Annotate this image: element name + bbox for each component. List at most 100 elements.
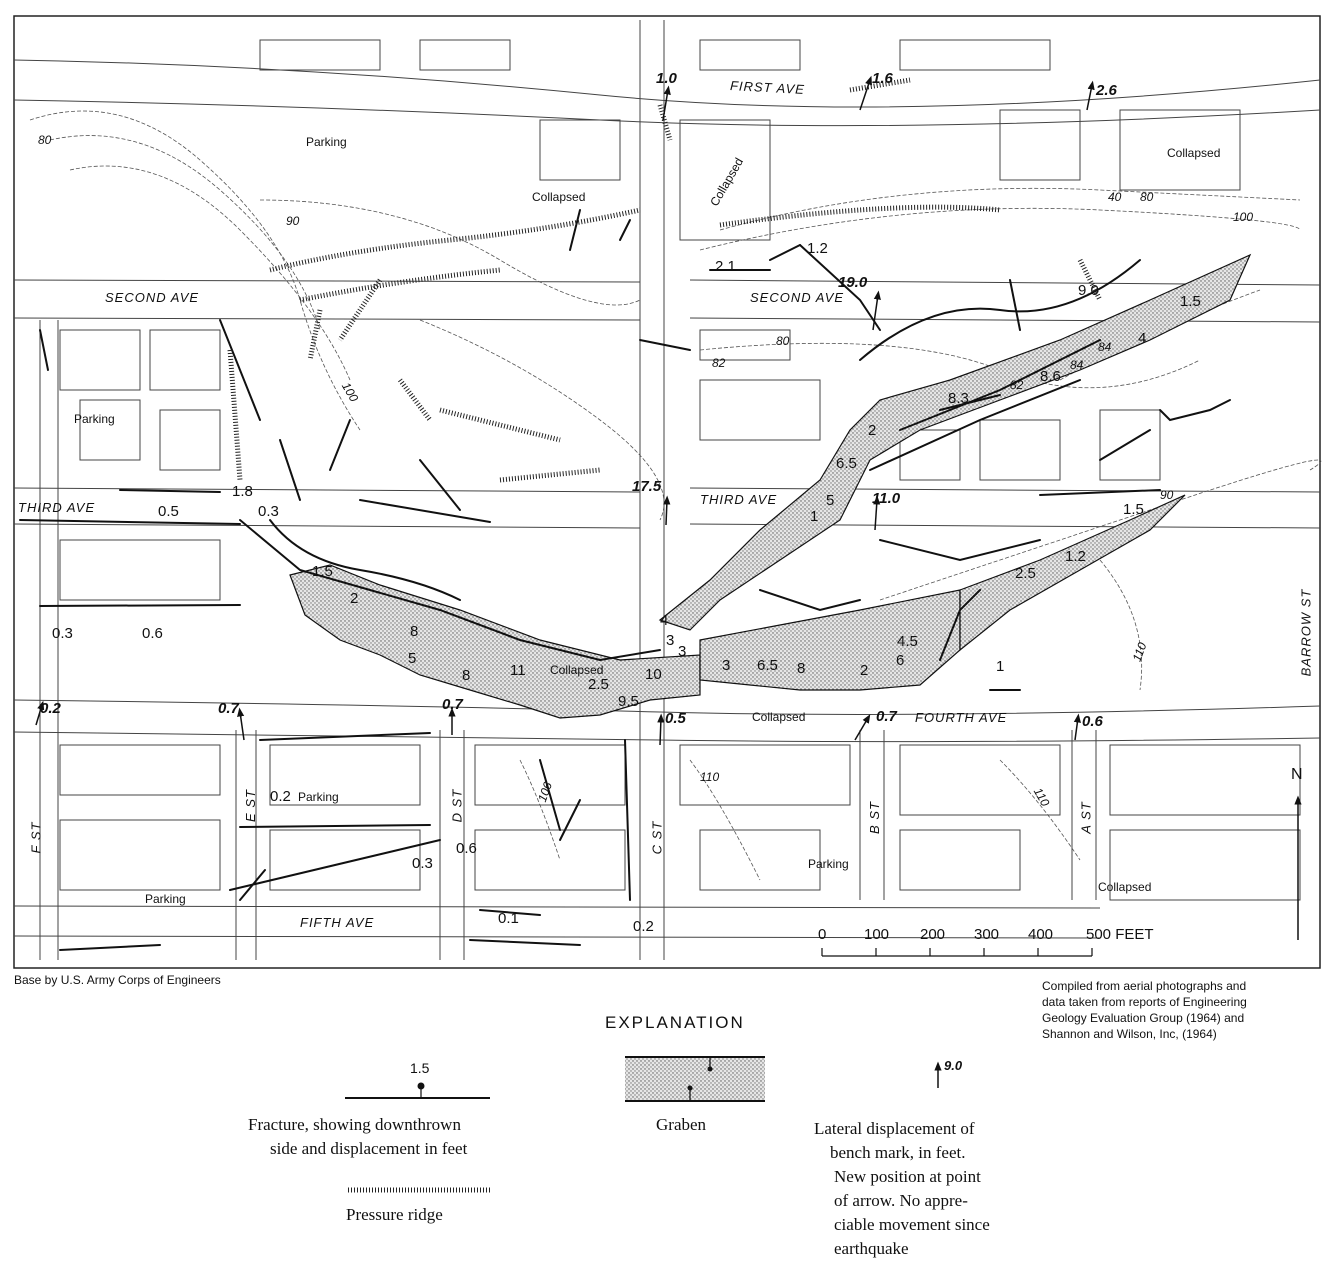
fracture-value: 1 xyxy=(810,508,819,525)
displacement-value: 0.6 xyxy=(1082,713,1103,730)
fracture-value: 2.5 xyxy=(1015,565,1036,582)
contour-label: 90 xyxy=(286,214,300,228)
fracture-value: 4 xyxy=(1138,330,1147,347)
fracture-value: 1.5 xyxy=(1180,293,1201,310)
street-third-ave-east: THIRD AVE xyxy=(700,492,778,507)
legend-title: EXPLANATION xyxy=(605,1013,745,1032)
legend-lateral-text-5: ciable movement since xyxy=(834,1215,990,1234)
parking-label: Parking xyxy=(306,135,347,149)
graben-east-2 xyxy=(959,494,1186,652)
fracture-value: 2.1 xyxy=(715,258,736,275)
legend-graben-symbol xyxy=(625,1056,765,1102)
fracture-value: 11 xyxy=(510,662,526,679)
fracture-value: 1.5 xyxy=(1123,501,1144,518)
legend-lateral-text-6: earthquake xyxy=(834,1239,909,1258)
fracture-value: 4.5 xyxy=(897,633,918,650)
legend-lateral-text-4: of arrow. No appre- xyxy=(834,1191,968,1210)
street-e-st: E ST xyxy=(242,789,258,822)
displacement-value: 0.7 xyxy=(442,696,463,713)
displacement-value: 0.7 xyxy=(876,708,897,725)
graben-west xyxy=(289,564,701,719)
buildings xyxy=(59,39,1301,901)
fracture-value: 6 xyxy=(896,652,905,669)
legend-graben-text: Graben xyxy=(656,1115,707,1134)
compiled-credit-1: Compiled from aerial photographs and xyxy=(1042,979,1247,993)
street-a-st: A ST xyxy=(1078,801,1094,834)
fracture-value: 1 xyxy=(996,658,1005,675)
fracture-value: 0.1 xyxy=(498,910,519,927)
graben-north xyxy=(658,253,1252,631)
fracture-value: 9.5 xyxy=(618,693,639,710)
fracture-value: 5 xyxy=(826,492,835,509)
displacement-value: 0.5 xyxy=(665,710,686,727)
fracture-value: 2.5 xyxy=(588,676,609,693)
fracture-value: 0.3 xyxy=(258,503,279,520)
street-b-st: B ST xyxy=(866,801,882,834)
parking-label: Parking xyxy=(298,790,339,804)
fracture-value: 9.0 xyxy=(1078,282,1099,299)
fracture-value: 0.5 xyxy=(158,503,179,520)
street-second-ave-east: SECOND AVE xyxy=(750,290,845,305)
displacement-value: 11.0 xyxy=(872,490,901,507)
displacement-value: 1.0 xyxy=(656,70,677,87)
contour-label: 40 xyxy=(1108,190,1122,204)
street-barrow-st: BARROW ST xyxy=(1298,588,1314,677)
street-third-ave-west: THIRD AVE xyxy=(18,500,96,515)
street-second-ave-west: SECOND AVE xyxy=(105,290,200,305)
parking-label: Parking xyxy=(145,892,186,906)
legend-arrow-value: 9.0 xyxy=(944,1058,963,1073)
scale-tick: 100 xyxy=(864,926,890,943)
fracture-value: 8 xyxy=(462,667,471,684)
fracture-value: 5 xyxy=(408,650,417,667)
street-fourth-ave: FOURTH AVE xyxy=(915,710,1008,725)
collapsed-label: Collapsed xyxy=(752,710,806,724)
collapsed-label: Collapsed xyxy=(550,663,604,677)
legend-fracture-text-1: Fracture, showing downthrown xyxy=(248,1115,461,1134)
legend-fracture-text-2: side and displacement in feet xyxy=(270,1139,468,1158)
displacement-arrows xyxy=(35,75,1095,746)
collapsed-label: Collapsed xyxy=(1098,880,1152,894)
fracture-value: 2 xyxy=(350,590,359,607)
parking-label: Parking xyxy=(808,857,849,871)
legend-fracture-value: 1.5 xyxy=(410,1060,430,1076)
street-grid xyxy=(13,20,1321,960)
fracture-value: 0.2 xyxy=(633,918,654,935)
displacement-value: 2.6 xyxy=(1096,82,1117,99)
displacement-value: 17.5 xyxy=(632,478,662,495)
pressure-ridges xyxy=(227,77,1103,483)
graben-areas xyxy=(289,253,1252,719)
street-d-st: D ST xyxy=(449,788,465,823)
scale-tick: 500 FEET xyxy=(1086,926,1154,943)
fracture-value: 0.3 xyxy=(412,855,433,872)
contour-label: 90 xyxy=(1160,488,1174,502)
street-fifth-ave: FIFTH AVE xyxy=(300,915,375,930)
fracture-value: 6.5 xyxy=(836,455,857,472)
fracture-value: 10 xyxy=(645,666,662,683)
contour-label: 110 xyxy=(700,770,720,784)
contour-label: 80 xyxy=(1140,190,1154,204)
collapsed-label: Collapsed xyxy=(1167,146,1221,160)
fracture-value: 3 xyxy=(678,643,687,660)
fracture-value: 4 xyxy=(660,612,669,629)
fracture-value: 1.2 xyxy=(807,240,828,257)
fracture-value: 8.3 xyxy=(948,390,969,407)
parking-label: Parking xyxy=(74,412,115,426)
fractures xyxy=(19,209,1231,951)
scale-tick: 200 xyxy=(920,926,946,943)
legend-lateral-text-3: New position at point xyxy=(834,1167,981,1186)
scale-tick: 300 xyxy=(974,926,1000,943)
displacement-value: 0.2 xyxy=(40,700,61,717)
fracture-value: 8.6 xyxy=(1040,368,1061,385)
compiled-credit-3: Geology Evaluation Group (1964) and xyxy=(1042,1011,1245,1025)
street-c-st: C ST xyxy=(649,820,665,855)
contour-label: 82 xyxy=(712,356,726,370)
displacement-value: 19.0 xyxy=(838,274,868,291)
street-f-st: F ST xyxy=(28,821,44,854)
contour-label: 84 xyxy=(1098,340,1112,354)
fracture-value: 0.3 xyxy=(52,625,73,642)
fracture-value: 0.6 xyxy=(142,625,163,642)
fracture-value: 2 xyxy=(868,422,877,439)
fracture-value: 1.5 xyxy=(312,563,333,580)
fracture-value: 0.6 xyxy=(456,840,477,857)
